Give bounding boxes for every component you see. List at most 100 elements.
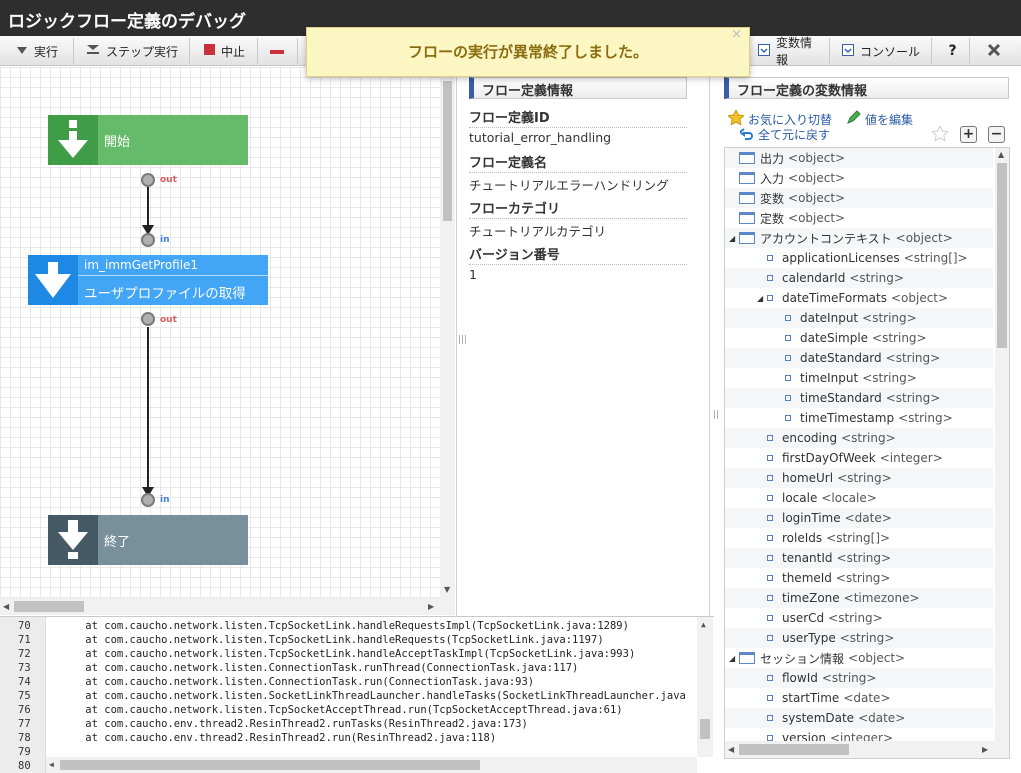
tree-row[interactable]: timeInput<string> [725,368,993,388]
expand-all-button[interactable]: + [960,126,977,143]
tree-row-type: <string> [898,411,953,425]
right-splitter-handle[interactable]: ||| [713,410,722,420]
line-number: 72 [18,648,31,660]
start-node[interactable]: 開始 [48,115,248,165]
tree-row[interactable]: encoding<string> [725,428,993,448]
canvas-horizontal-thumb[interactable] [14,601,84,612]
tree-row[interactable]: startTime<date> [725,688,993,708]
property-icon [767,615,773,621]
run-button[interactable]: 実行 [8,38,74,64]
console-vertical-scrollbar[interactable]: ▲ [697,617,713,757]
property-icon [767,255,773,261]
expand-toggle-icon[interactable]: ◢ [729,653,736,663]
console-horizontal-thumb[interactable] [60,760,480,770]
tree-row[interactable]: 定数<object> [725,208,993,228]
tree-row[interactable]: 出力<object> [725,148,993,168]
tree-scroll-up-icon[interactable]: ▲ [998,150,1005,159]
step-run-button[interactable]: ステップ実行 [78,38,190,64]
start-out-port[interactable] [141,173,155,187]
tree-row[interactable]: loginTime<date> [725,508,993,528]
tree-row[interactable]: flowId<string> [725,668,993,688]
tree-scroll-right-icon[interactable]: ▶ [982,745,989,754]
expand-toggle-icon[interactable]: ◢ [729,233,736,243]
property-icon [785,395,791,401]
tree-scroll-left-icon[interactable]: ◀ [728,745,735,754]
favorite-toggle-link[interactable]: お気に入り切替 [727,108,832,128]
variables-tree[interactable]: 出力<object>入力<object>変数<object>定数<object>… [724,147,1010,759]
console-horizontal-scrollbar[interactable]: ◀ [46,757,697,773]
folder-icon [739,192,755,204]
tree-row[interactable]: systemDate<date> [725,708,993,728]
pencil-icon [846,110,861,128]
remove-breakpoint-button[interactable] [262,38,298,64]
play-down-icon [16,44,28,58]
favorite-star-icon[interactable] [931,124,949,144]
tree-row[interactable]: locale<locale> [725,488,993,508]
restore-all-link[interactable]: 全て元に戻す [738,126,830,143]
tree-row[interactable]: timeTimestamp<string> [725,408,993,428]
tree-row[interactable]: themeId<string> [725,568,993,588]
tree-vertical-scrollbar[interactable]: ▲ [995,148,1009,758]
tree-row[interactable]: dateStandard<string> [725,348,993,368]
step-run-label: ステップ実行 [106,44,179,59]
end-in-port[interactable] [141,493,155,507]
tree-row[interactable]: roleIds<string[]> [725,528,993,548]
tree-row[interactable]: firstDayOfWeek<integer> [725,448,993,468]
tree-row[interactable]: applicationLicenses<string[]> [725,248,993,268]
tree-row[interactable]: dateSimple<string> [725,328,993,348]
console-vertical-thumb[interactable] [700,719,710,739]
tree-row[interactable]: timeStandard<string> [725,388,993,408]
tree-row-name: calendarId [782,271,846,285]
canvas-horizontal-scrollbar[interactable]: ◀ ▶ [0,598,455,615]
tree-vertical-thumb[interactable] [997,163,1007,348]
task-out-port[interactable] [141,312,155,326]
flow-canvas[interactable]: 開始 out in im_immGetProfile1 ユーザプロファイルの取得… [0,67,440,598]
tree-row[interactable]: userType<string> [725,628,993,648]
task-node-label: ユーザプロファイルの取得 [84,286,246,302]
tree-horizontal-thumb[interactable] [739,744,849,755]
end-node[interactable]: 終了 [48,515,248,565]
tree-row[interactable]: ◢セッション情報<object> [725,648,993,668]
task-in-port[interactable] [141,233,155,247]
start-arrow-icon [48,115,98,165]
canvas-vertical-thumb[interactable] [443,81,452,221]
tree-row[interactable]: ◢アカウントコンテキスト<object> [725,228,993,248]
tree-row-name: dateInput [800,311,859,325]
tree-row[interactable]: userCd<string> [725,608,993,628]
scroll-down-icon[interactable]: ▼ [444,585,451,594]
console-scroll-left-icon[interactable]: ◀ [49,760,54,769]
scroll-left-icon[interactable]: ◀ [3,602,10,611]
tree-row[interactable]: calendarId<string> [725,268,993,288]
tree-row-name: tenantId [782,551,833,565]
flow-id-label: フロー定義ID [469,107,687,128]
property-icon [785,315,791,321]
console-line: at com.caucho.network.listen.TcpSocketAc… [60,704,623,716]
task-node[interactable]: im_immGetProfile1 ユーザプロファイルの取得 [28,255,268,305]
tree-row[interactable]: timeZone<timezone> [725,588,993,608]
tree-row[interactable]: 変数<object> [725,188,993,208]
tree-row[interactable]: tenantId<string> [725,548,993,568]
left-splitter-handle[interactable]: ||| [458,335,468,345]
variables-tab-button[interactable]: 変数情報 [750,36,830,67]
folder-icon [739,232,755,244]
edit-value-link[interactable]: 値を編集 [846,110,913,128]
tree-row[interactable]: 入力<object> [725,168,993,188]
notification-close-button[interactable]: × [731,27,742,42]
tree-row[interactable]: dateInput<string> [725,308,993,328]
expand-toggle-icon[interactable]: ◢ [757,293,764,303]
console-scroll-up-icon[interactable]: ▲ [701,620,706,629]
close-button[interactable] [974,38,1014,64]
canvas-vertical-scrollbar[interactable]: ▼ [440,67,455,598]
tree-row[interactable]: homeUrl<string> [725,468,993,488]
tree-row[interactable]: ◢dateTimeFormats<object> [725,288,993,308]
stop-button[interactable]: 中止 [196,38,258,64]
help-button[interactable]: ? [936,38,970,64]
collapse-all-button[interactable]: − [988,126,1005,143]
checkbox-icon [842,43,854,59]
variables-header: フロー定義の変数情報 [724,77,1009,99]
scroll-right-icon[interactable]: ▶ [428,602,435,611]
tree-horizontal-scrollbar[interactable]: ◀ ▶ [725,741,995,758]
console-tab-button[interactable]: コンソール [834,38,932,64]
end-node-label: 終了 [104,535,131,550]
